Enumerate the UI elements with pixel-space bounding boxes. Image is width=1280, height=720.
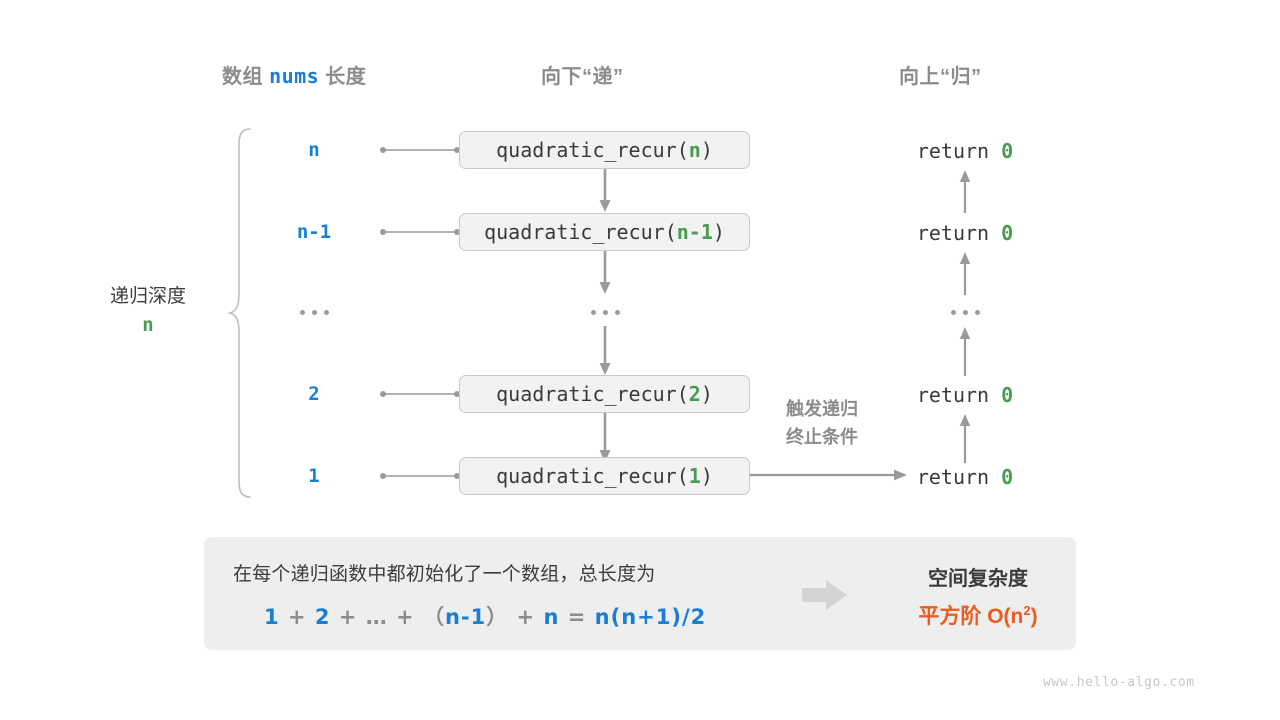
return-value-row-1: 0 — [1001, 221, 1014, 245]
call-box-name-row-1: quadratic_recur — [484, 220, 665, 244]
summary-complexity-close: ) — [1030, 605, 1038, 628]
length-label-row-4: 1 — [308, 465, 320, 487]
formula-term-3: n-1 — [444, 605, 487, 629]
ascend-arrow-1-to-0 — [957, 169, 973, 213]
call-box-row-1[interactable]: quadratic_recur(n-1) — [459, 213, 750, 251]
terminate-note: 触发递归 终止条件 — [762, 396, 882, 452]
return-keyword-row-4: return — [916, 465, 990, 489]
formula-op-4: + — [516, 605, 536, 629]
watermark: www.hello-algo.com — [1043, 675, 1195, 690]
formula-equals: = — [567, 605, 587, 629]
ascend-arrow-3-to-2 — [957, 326, 973, 376]
return-value-row-3: 0 — [1001, 383, 1014, 407]
ascend-arrow-4-to-3 — [957, 413, 973, 463]
summary-text: 在每个递归函数中都初始化了一个数组，总长度为 — [233, 564, 656, 585]
summary-panel: 在每个递归函数中都初始化了一个数组，总长度为 1 + 2 + … + （n-1）… — [204, 537, 1076, 650]
formula-right-paren: ） — [486, 605, 509, 629]
header-array-prefix: 数组 — [222, 66, 263, 88]
connector-row-0 — [378, 143, 462, 157]
formula-term-4: n — [543, 605, 560, 629]
summary-title: 空间复杂度 — [928, 568, 1028, 590]
header-array-nums: nums — [269, 64, 320, 88]
return-keyword-row-0: return — [916, 139, 990, 163]
return-value-row-4: 0 — [1001, 465, 1014, 489]
recursion-depth-value: n — [142, 314, 154, 337]
descend-arrow-3-to-4 — [597, 413, 613, 463]
descend-arrow-2-to-3 — [597, 326, 613, 376]
length-label-row-1: n-1 — [296, 221, 332, 243]
formula-op-3: + — [396, 605, 415, 629]
header-array-suffix: 长度 — [325, 66, 367, 88]
terminate-arrow — [750, 468, 908, 482]
formula-term-1: 1 — [264, 605, 280, 629]
call-box-arg-row-1: n-1 — [676, 220, 713, 244]
return-label-row-4: return 0 — [860, 465, 1070, 489]
call-box-row-2-ellipsis-icon — [566, 306, 644, 318]
descend-arrow-1-to-2 — [597, 251, 613, 295]
summary-formula: 1 + 2 + … + （n-1） + n = n(n+1)/2 — [264, 601, 706, 631]
descend-arrow-0-to-1 — [597, 169, 613, 213]
call-box-name-row-4: quadratic_recur — [496, 464, 677, 488]
return-label-row-2-ellipsis-icon — [926, 306, 1004, 318]
terminate-note-line1: 触发递归 — [786, 399, 858, 419]
connector-row-1 — [378, 225, 462, 239]
summary-complexity-bigo: O(n — [987, 605, 1024, 628]
header-descend: 向下“递” — [541, 66, 624, 88]
header-array-length: 数组 nums 长度 — [222, 60, 366, 89]
recursion-depth-text: 递归深度 — [109, 286, 186, 307]
call-box-arg-row-3: 2 — [688, 382, 701, 406]
formula-op-2: + — [338, 605, 358, 629]
call-box-row-4[interactable]: quadratic_recur(1) — [459, 457, 750, 495]
depth-brace — [228, 126, 254, 500]
length-label-row-3: 2 — [308, 383, 320, 405]
length-label-row-0: n — [308, 139, 320, 161]
formula-ellipsis: … — [365, 605, 388, 629]
return-keyword-row-3: return — [916, 383, 990, 407]
right-arrow-icon — [802, 579, 848, 611]
call-box-arg-row-4: 1 — [688, 464, 701, 488]
formula-result: n(n+1)/2 — [594, 605, 707, 629]
terminate-note-line2: 终止条件 — [786, 426, 858, 447]
ascend-arrow-2-to-1 — [957, 251, 973, 295]
formula-op-1: + — [287, 605, 307, 629]
call-box-row-0[interactable]: quadratic_recur(n) — [459, 131, 750, 169]
return-label-row-1: return 0 — [860, 221, 1070, 245]
recursion-depth-label: 递归深度 n — [84, 282, 212, 341]
length-label-row-2-ellipsis-icon — [275, 306, 353, 318]
call-box-arg-row-0: n — [688, 138, 701, 162]
summary-complexity-exponent: 2 — [1023, 603, 1031, 618]
summary-complexity-value: 平方阶 O(n2) — [880, 600, 1076, 630]
connector-row-3 — [378, 387, 462, 401]
call-box-row-3[interactable]: quadratic_recur(2) — [459, 375, 750, 413]
return-label-row-0: return 0 — [860, 139, 1070, 163]
formula-left-paren: （ — [422, 605, 445, 629]
call-box-name-row-0: quadratic_recur — [496, 138, 677, 162]
formula-term-2: 2 — [314, 605, 331, 629]
call-box-name-row-3: quadratic_recur — [496, 382, 677, 406]
return-label-row-3: return 0 — [860, 383, 1070, 407]
summary-complexity-prefix: 平方阶 — [918, 605, 982, 628]
connector-row-4 — [378, 469, 462, 483]
header-ascend: 向上“归” — [899, 66, 982, 88]
return-keyword-row-1: return — [916, 221, 990, 245]
return-value-row-0: 0 — [1001, 139, 1014, 163]
